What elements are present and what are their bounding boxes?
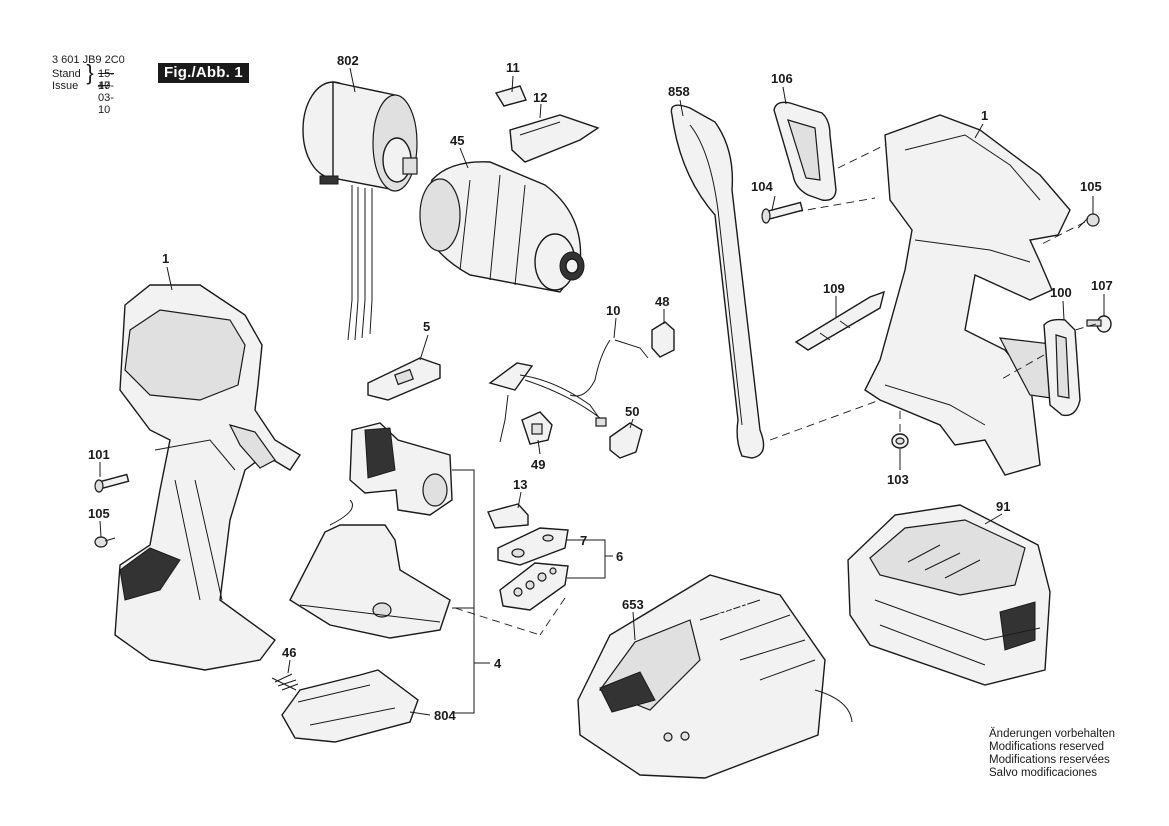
- callout-106: 106: [771, 71, 793, 86]
- nut-103: [891, 433, 909, 449]
- rubber-pad-106: [773, 101, 837, 201]
- callout-802: 802: [337, 53, 359, 68]
- battery-pack-91: [847, 504, 1051, 686]
- callout-13: 13: [513, 477, 527, 492]
- screw-105-left: [94, 536, 116, 548]
- callout-50: 50: [625, 404, 639, 419]
- callout-12: 12: [533, 90, 547, 105]
- spring-46: [271, 673, 299, 691]
- callout-5: 5: [423, 319, 430, 334]
- callout-1-left: 1: [162, 251, 169, 266]
- belt-hook-858: [670, 104, 765, 459]
- housing-half-left-1: [114, 284, 301, 671]
- plate-7: [497, 527, 569, 566]
- callout-107: 107: [1091, 278, 1113, 293]
- cover-12: [509, 114, 600, 163]
- note-line-es: Salvo modificaciones: [989, 767, 1098, 779]
- note-line-fr: Modifications reservées: [989, 754, 1110, 766]
- callout-49: 49: [531, 457, 545, 472]
- switch-cover-6: [499, 562, 569, 611]
- callout-91: 91: [996, 499, 1010, 514]
- battery-terminal-4: [289, 499, 451, 639]
- switch-module-4: [349, 422, 453, 516]
- callout-10: 10: [606, 303, 620, 318]
- led-48: [651, 321, 675, 358]
- bracket-group-6: [567, 539, 613, 579]
- figure-label: Fig./Abb. 1: [158, 63, 249, 83]
- part-number: 3 601 JB9 2C0: [52, 54, 125, 66]
- slide-switch-5: [367, 357, 441, 401]
- motor-802: [302, 81, 418, 341]
- callout-105-left: 105: [88, 506, 110, 521]
- charger-653: BOSCH AL 1860 CV: [577, 574, 853, 779]
- callout-labels: 802 11 12 45 858 106 1 104 105 1 5 10 48…: [88, 53, 1113, 723]
- pad-13: [487, 503, 529, 529]
- callout-100: 100: [1050, 285, 1072, 300]
- note-line-en: Modifications reserved: [989, 741, 1105, 753]
- callout-46: 46: [282, 645, 296, 660]
- callout-6: 6: [616, 549, 623, 564]
- screwdriver-bit-109: [794, 290, 885, 351]
- callout-653: 653: [622, 597, 644, 612]
- callout-804: 804: [434, 708, 456, 723]
- callout-4: 4: [494, 656, 502, 671]
- callout-103: 103: [887, 472, 909, 487]
- new-date: 17-03-10: [98, 80, 114, 116]
- clip-plate-100: [1043, 318, 1081, 417]
- modifications-note: Änderungen vorbehalten Modifications res…: [989, 728, 1115, 780]
- callout-858: 858: [668, 84, 690, 99]
- screw-105-right: [1077, 213, 1100, 229]
- callout-45: 45: [450, 133, 464, 148]
- assembly-lines: [454, 144, 1097, 636]
- callout-101: 101: [88, 447, 110, 462]
- screw-101: [94, 473, 130, 493]
- callout-104: 104: [751, 179, 773, 194]
- callout-105-right: 105: [1080, 179, 1102, 194]
- clip-11: [494, 85, 527, 107]
- led-holder-49: [521, 411, 553, 445]
- screw-104: [761, 201, 804, 224]
- document-header: 3 601 JB9 2C0 Stand Issue } 15-40 17-03-…: [52, 54, 125, 116]
- brace-glyph: }: [86, 60, 94, 85]
- callout-48: 48: [655, 294, 669, 309]
- callout-1-right: 1: [981, 108, 988, 123]
- callout-7: 7: [580, 533, 587, 548]
- callout-11: 11: [506, 60, 520, 75]
- issue-label: Issue: [52, 80, 79, 92]
- stand-label: Stand: [52, 68, 81, 80]
- gear-housing-45: [419, 161, 585, 293]
- note-line-de: Änderungen vorbehalten: [989, 728, 1115, 740]
- led-lens-50: [609, 422, 643, 459]
- callout-109: 109: [823, 281, 845, 296]
- housing-half-right-1: [864, 114, 1071, 476]
- old-date: 15-40: [98, 68, 114, 92]
- wire-harness-10: [488, 339, 649, 443]
- screw-107: [1086, 315, 1112, 333]
- bracket-group-4: [452, 469, 490, 714]
- battery-latch-804: [281, 669, 419, 743]
- leader-lines: [99, 67, 1105, 716]
